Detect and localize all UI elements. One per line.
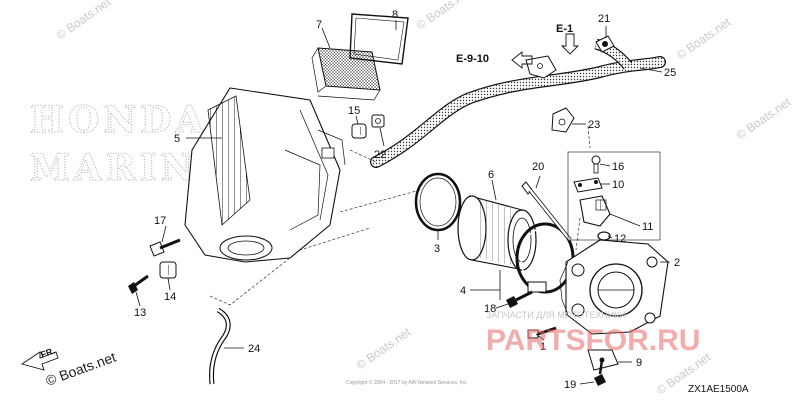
callout-2: 2 — [674, 257, 680, 269]
callout-7: 7 — [316, 19, 322, 31]
callout-20: 20 — [532, 161, 544, 173]
copyright-text: Copyright © 2004 - 2017 by ARI Network S… — [346, 379, 468, 386]
seller-watermark: ЗАПЧАСТИ ДЛЯ МОТОТЕХНИКИ PARTSFOR.RU — [486, 310, 700, 357]
reference-e1[interactable]: E-1 — [556, 23, 580, 55]
callout-6: 6 — [488, 169, 494, 181]
tube-clip-21 — [595, 35, 615, 53]
reference-e1-label[interactable]: E-1 — [556, 23, 573, 35]
callout-23: 23 — [588, 119, 600, 131]
filter-gasket — [349, 13, 409, 65]
bolt-1 — [527, 326, 557, 339]
callout-16: 16 — [612, 161, 624, 173]
callout-17: 17 — [154, 215, 166, 227]
callout-22: 22 — [374, 149, 386, 161]
grommet-15 — [351, 123, 367, 139]
leader-lines — [135, 20, 670, 385]
arrow-left-icon — [511, 51, 533, 69]
site-watermark: © Boats.net — [54, 0, 114, 42]
throttle-sensor — [579, 195, 611, 227]
callouts: 5 7 8 15 22 6 3 4 18 20 16 10 11 12 2 9 … — [134, 9, 680, 391]
o-ring-3 — [414, 172, 462, 232]
callout-25: 25 — [664, 67, 676, 79]
reference-e910[interactable]: E-9-10 — [456, 51, 533, 69]
callout-8: 8 — [392, 9, 398, 21]
grommet-14 — [159, 261, 177, 279]
breather-tube — [370, 38, 666, 168]
screw-13 — [128, 274, 149, 294]
site-watermark: © Boats.net — [734, 95, 794, 143]
callout-24: 24 — [248, 343, 260, 355]
bolt-19 — [594, 359, 606, 386]
brand-watermark-line-1: HONDA — [30, 99, 207, 141]
assembly-lines — [209, 125, 591, 306]
screw-16 — [591, 155, 601, 174]
arrow-front-icon — [20, 351, 59, 371]
callout-11: 11 — [642, 221, 653, 233]
callout-1: 1 — [540, 341, 546, 353]
callout-3: 3 — [434, 243, 440, 255]
arrow-down-icon — [560, 33, 580, 55]
site-watermark: © Boats.net — [674, 15, 734, 63]
site-watermark: © Boats.net — [414, 0, 474, 32]
diagram-code: ZX1AE1500A — [688, 384, 749, 395]
bolt-20 — [521, 181, 572, 242]
callout-4: 4 — [460, 285, 466, 297]
callout-18: 18 — [484, 303, 496, 315]
plate-10 — [573, 177, 603, 193]
callout-19: 19 — [564, 379, 576, 391]
air-cleaner-case — [184, 87, 346, 263]
group-box — [567, 151, 661, 241]
callout-13: 13 — [134, 307, 146, 319]
callout-12: 12 — [614, 233, 626, 245]
bolt-17 — [149, 238, 181, 257]
callout-21: 21 — [598, 13, 610, 25]
tube-bracket — [525, 55, 557, 79]
callout-10: 10 — [612, 179, 624, 191]
bracket-9 — [587, 349, 619, 371]
seller-watermark-logo: PARTSFOR.RU — [486, 324, 700, 357]
drain-tube — [209, 307, 231, 385]
tube-clip-23 — [551, 107, 575, 133]
direction-indicator: FR. — [20, 346, 59, 371]
throttle-body — [559, 239, 669, 335]
direction-label: FR. — [39, 346, 56, 360]
callout-15: 15 — [348, 105, 360, 117]
joint-22 — [371, 114, 385, 128]
air-filter — [311, 47, 381, 101]
callout-14: 14 — [164, 291, 176, 303]
reference-e910-label[interactable]: E-9-10 — [456, 53, 489, 65]
bolt-18 — [506, 290, 533, 308]
site-watermark: © Boats.net — [354, 325, 414, 373]
callout-9: 9 — [636, 357, 642, 369]
callout-5: 5 — [174, 133, 180, 145]
seller-watermark-text: ЗАПЧАСТИ ДЛЯ МОТОТЕХНИКИ — [486, 310, 626, 320]
